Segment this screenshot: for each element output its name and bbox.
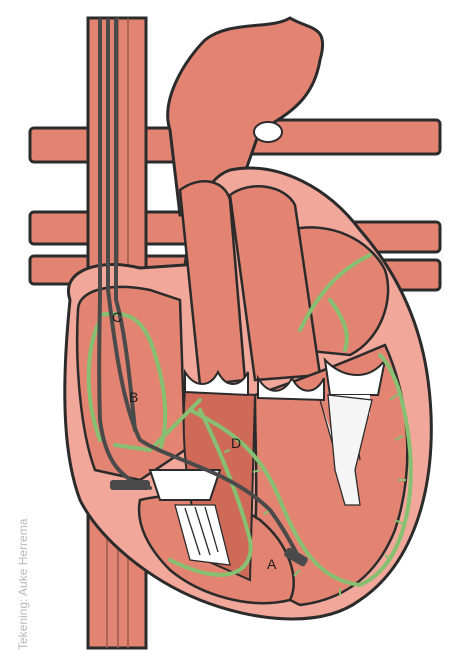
label-C: C — [112, 309, 122, 325]
label-B: B — [129, 389, 138, 405]
drawing-credit: Tekening: Auke Herrema — [2, 430, 22, 650]
label-A: A — [267, 556, 277, 572]
label-D: D — [231, 435, 241, 451]
credit-text: Tekening: Auke Herrema — [16, 519, 30, 650]
